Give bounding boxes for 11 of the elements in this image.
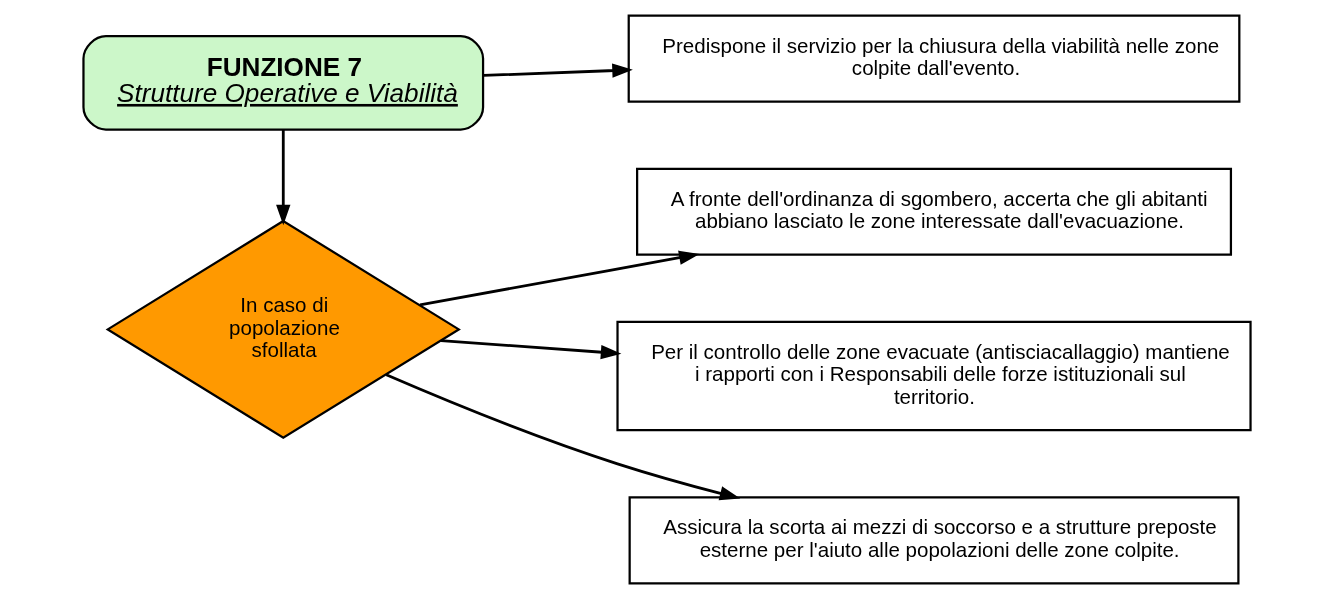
arrow <box>385 373 740 501</box>
node-diamond: In caso di popolazione sfollata <box>105 219 461 439</box>
node-box: Predispone il servizio per la chiusura della viabilità nelle zone colpite dall'evento. <box>627 14 1240 103</box>
node-box: Per il controllo delle zone evacuate (antisciacallaggio) mantiene i rapporti con i Responsabili delle forze istituzionali sul territorio. <box>615 320 1252 432</box>
arrow <box>275 129 290 226</box>
node-box: FUNZIONE 7 Strutture Operative e Viabilità <box>81 35 484 131</box>
node-box: A fronte dell'ordinanza di sgombero, accerta che gli abitanti abbiano lasciato le zone interessate dall'evacuazione. <box>635 167 1232 256</box>
node-box: Assicura la scorta ai mezzi di soccorso e a strutture preposte esterne per l'aiuto alle popolazioni delle zone colpite. <box>628 496 1239 585</box>
arrow <box>483 63 633 78</box>
arrow <box>419 250 700 307</box>
arrow <box>440 339 621 360</box>
